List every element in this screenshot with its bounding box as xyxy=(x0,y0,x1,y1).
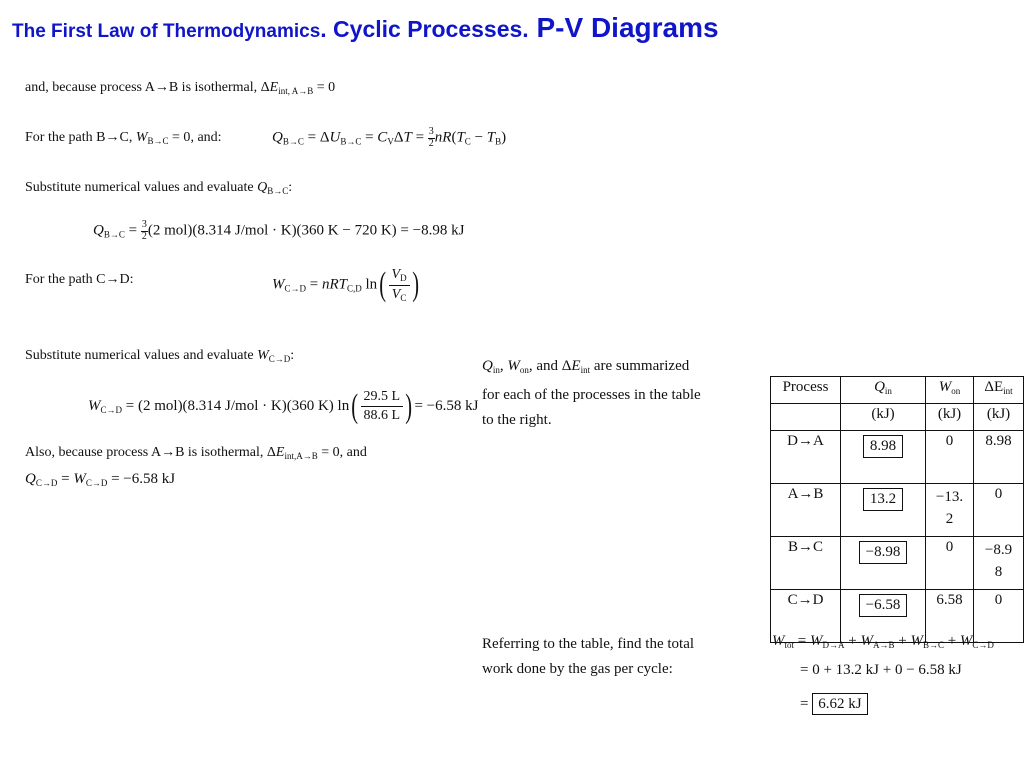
also-isothermal-text: Also, because process A→B is isothermal, xyxy=(25,445,264,460)
wtot-boxed-result: 6.62 kJ xyxy=(812,693,868,715)
wcd-numerator: 29.5 L xyxy=(360,388,404,408)
table-row: A→B 13.2 −13.2 0 xyxy=(770,483,1024,537)
delta-e-value: −8.98 xyxy=(984,542,1013,580)
header-w-on: Won xyxy=(925,376,974,404)
delta-e-cell: 0 xyxy=(973,589,1024,643)
q-in-boxed-value: −8.98 xyxy=(858,541,908,564)
table-row: D→A 8.98 0 8.98 xyxy=(770,430,1024,484)
q-in-cell: −8.98 xyxy=(840,536,926,590)
summary-line-1: Qin, Won, and ΔEint are summarized xyxy=(482,358,690,375)
title-part-3: P-V Diagrams xyxy=(528,12,719,43)
summary-text-1: are summarized xyxy=(593,358,690,374)
process-cell: C→D xyxy=(770,589,841,643)
summary-line-3: to the right. xyxy=(482,412,552,428)
header-delta-e-int: ΔEint xyxy=(973,376,1024,404)
path-cd-statement: For the path C→D: xyxy=(25,272,134,287)
wcd-result: = −6.58 kJ xyxy=(414,398,479,415)
w-on-cell: −13.2 xyxy=(925,483,974,537)
referring-paragraph: Referring to the table, find the total w… xyxy=(482,632,694,682)
header-q-in: Qin xyxy=(840,376,926,404)
header-process: Process xyxy=(770,376,841,404)
wcd-evaluation: WC→D = (2 mol)(8.314 J/mol · K)(360 K) l… xyxy=(88,387,479,425)
table-units-row: (kJ) (kJ) (kJ) xyxy=(770,403,1024,431)
evaluate-qbc-statement: Substitute numerical values and evaluate… xyxy=(25,180,293,196)
qcd-value: = −6.58 kJ xyxy=(111,471,176,487)
title-part-1: The First Law of Thermodynamics xyxy=(12,21,321,42)
evaluate-wcd-statement: Substitute numerical values and evaluate… xyxy=(25,348,295,364)
units-q: (kJ) xyxy=(840,403,926,431)
table-row: C→D −6.58 6.58 0 xyxy=(770,589,1024,643)
qbc-values: (2 mol)(8.314 J/mol · K)(360 K − 720 K) … xyxy=(147,222,465,239)
process-cell: D→A xyxy=(770,430,841,484)
process-cell: A→B xyxy=(770,483,841,537)
evaluate-wcd-text: Substitute numerical values and evaluate xyxy=(25,348,254,363)
units-process xyxy=(770,403,841,431)
q-in-cell: 8.98 xyxy=(840,430,926,484)
wtot-result-line: = 6.62 kJ xyxy=(800,693,868,715)
wcd-denominator: 88.6 L xyxy=(363,408,401,424)
path-bc-statement: For the path B→C, WB→C = 0, and: xyxy=(25,130,222,146)
w-on-cell: 0 xyxy=(925,430,974,484)
delta-e-cell: 8.98 xyxy=(973,430,1024,484)
q-in-cell: −6.58 xyxy=(840,589,926,643)
evaluate-qbc-text: Substitute numerical values and evaluate xyxy=(25,180,254,195)
table-row: B→C −8.98 0 −8.98 xyxy=(770,536,1024,590)
path-bc-and: , and: xyxy=(190,130,222,145)
q-in-boxed-value: 13.2 xyxy=(862,488,904,511)
referring-line-2: work done by the gas per cycle: xyxy=(482,661,673,677)
units-w: (kJ) xyxy=(925,403,974,431)
summary-paragraph: Qin, Won, and ΔEint are summarized for e… xyxy=(482,354,701,433)
wtot-substitution: = 0 + 13.2 kJ + 0 − 6.58 kJ xyxy=(800,662,962,678)
title-part-2: . Cyclic Processes. xyxy=(320,16,529,42)
delta-e-cell: −8.98 xyxy=(973,536,1024,590)
referring-line-1: Referring to the table, find the total xyxy=(482,636,695,652)
q-in-boxed-value: −6.58 xyxy=(858,594,908,617)
delta-e-cell: 0 xyxy=(973,483,1024,537)
wcd-values: (2 mol)(8.314 J/mol · K)(360 K) ln xyxy=(137,398,350,415)
units-e: (kJ) xyxy=(973,403,1024,431)
table-header-row: Process Qin Won ΔEint xyxy=(770,376,1024,404)
wtot-formula: Wtot = WD→A + WA→B + WB→C + WC→D xyxy=(772,633,994,650)
q-in-boxed-value: 8.98 xyxy=(862,435,904,458)
also-isothermal-statement: Also, because process A→B is isothermal,… xyxy=(25,445,367,461)
isothermal-text: and, because process A→B is isothermal, xyxy=(25,80,258,95)
w-on-value: −13.2 xyxy=(935,489,964,527)
q-in-cell: 13.2 xyxy=(840,483,926,537)
qcd-equation: QC→D = WC→D = −6.58 kJ xyxy=(25,471,176,488)
process-cell: B→C xyxy=(770,536,841,590)
isothermal-statement: and, because process A→B is isothermal, … xyxy=(25,80,336,96)
summary-line-2: for each of the processes in the table xyxy=(482,387,701,403)
w-on-cell: 0 xyxy=(925,536,974,590)
slide-title: The First Law of Thermodynamics. Cyclic … xyxy=(12,8,719,45)
also-isothermal-and: , and xyxy=(339,445,367,460)
path-bc-text: For the path B→C, xyxy=(25,130,133,145)
summary-table: Process Qin Won ΔEint (kJ) (kJ) (kJ) D→A… xyxy=(770,376,1024,643)
